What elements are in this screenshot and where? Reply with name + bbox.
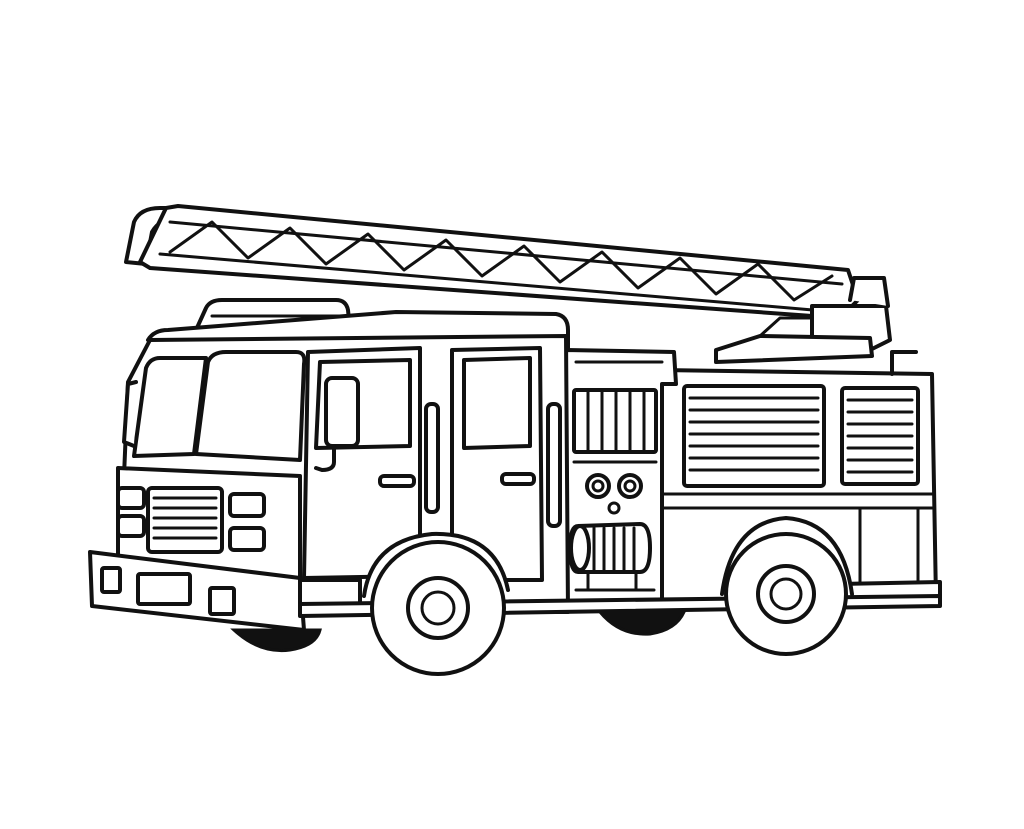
exhaust-pipe [890,350,918,376]
pressure-gauge-right-inner [623,479,637,493]
front-grille-slats [152,496,218,540]
rear-inner-wheel [596,610,687,636]
rear-vent-right-slats [846,398,914,474]
front-door-handle [378,474,416,488]
pump-vent-slats [586,390,646,452]
pump-valve [607,501,621,515]
rear-wheel [720,516,854,656]
grab-rail-rear [546,402,562,528]
rear-door-window [462,356,532,450]
pressure-gauge-left-inner [591,479,605,493]
rear-hub-cap [769,577,803,611]
hose-reel-stand [586,570,638,592]
windshield-right [194,350,307,462]
front-inner-wheel [230,628,322,653]
ladder-rail-bottom [158,252,838,314]
windshield-left [132,356,208,458]
rear-hub [756,564,816,624]
front-hub [406,576,470,640]
ladder-zigzag [168,220,834,302]
front-hub-cap [420,590,456,626]
pressure-gauge-left [585,473,611,499]
rear-vent-left-slats [688,396,820,472]
side-mirror-left [122,380,138,448]
headlight-lower-left [116,514,146,538]
headlight-lower-right [228,526,266,552]
grab-rail-front [424,402,440,514]
license-plate [136,572,192,606]
pressure-gauge-right [617,473,643,499]
ladder-seat [848,276,890,308]
hose-reel-end [569,524,591,572]
rear-door-handle [500,472,536,486]
bumper-light-left [100,566,122,594]
headlight-upper-left [116,486,146,510]
front-grille [146,486,224,554]
pump-panel [564,348,678,610]
headlight-upper-right [228,492,266,518]
ladder-brace [758,316,814,338]
bumper-light-right [208,586,236,616]
aerial-ladder [124,204,892,364]
door-mirror [324,376,360,448]
door-mirror-arm [314,444,336,472]
ladder-turntable [714,334,874,364]
hose-reel-coils [592,526,636,572]
front-wheel [362,531,510,676]
